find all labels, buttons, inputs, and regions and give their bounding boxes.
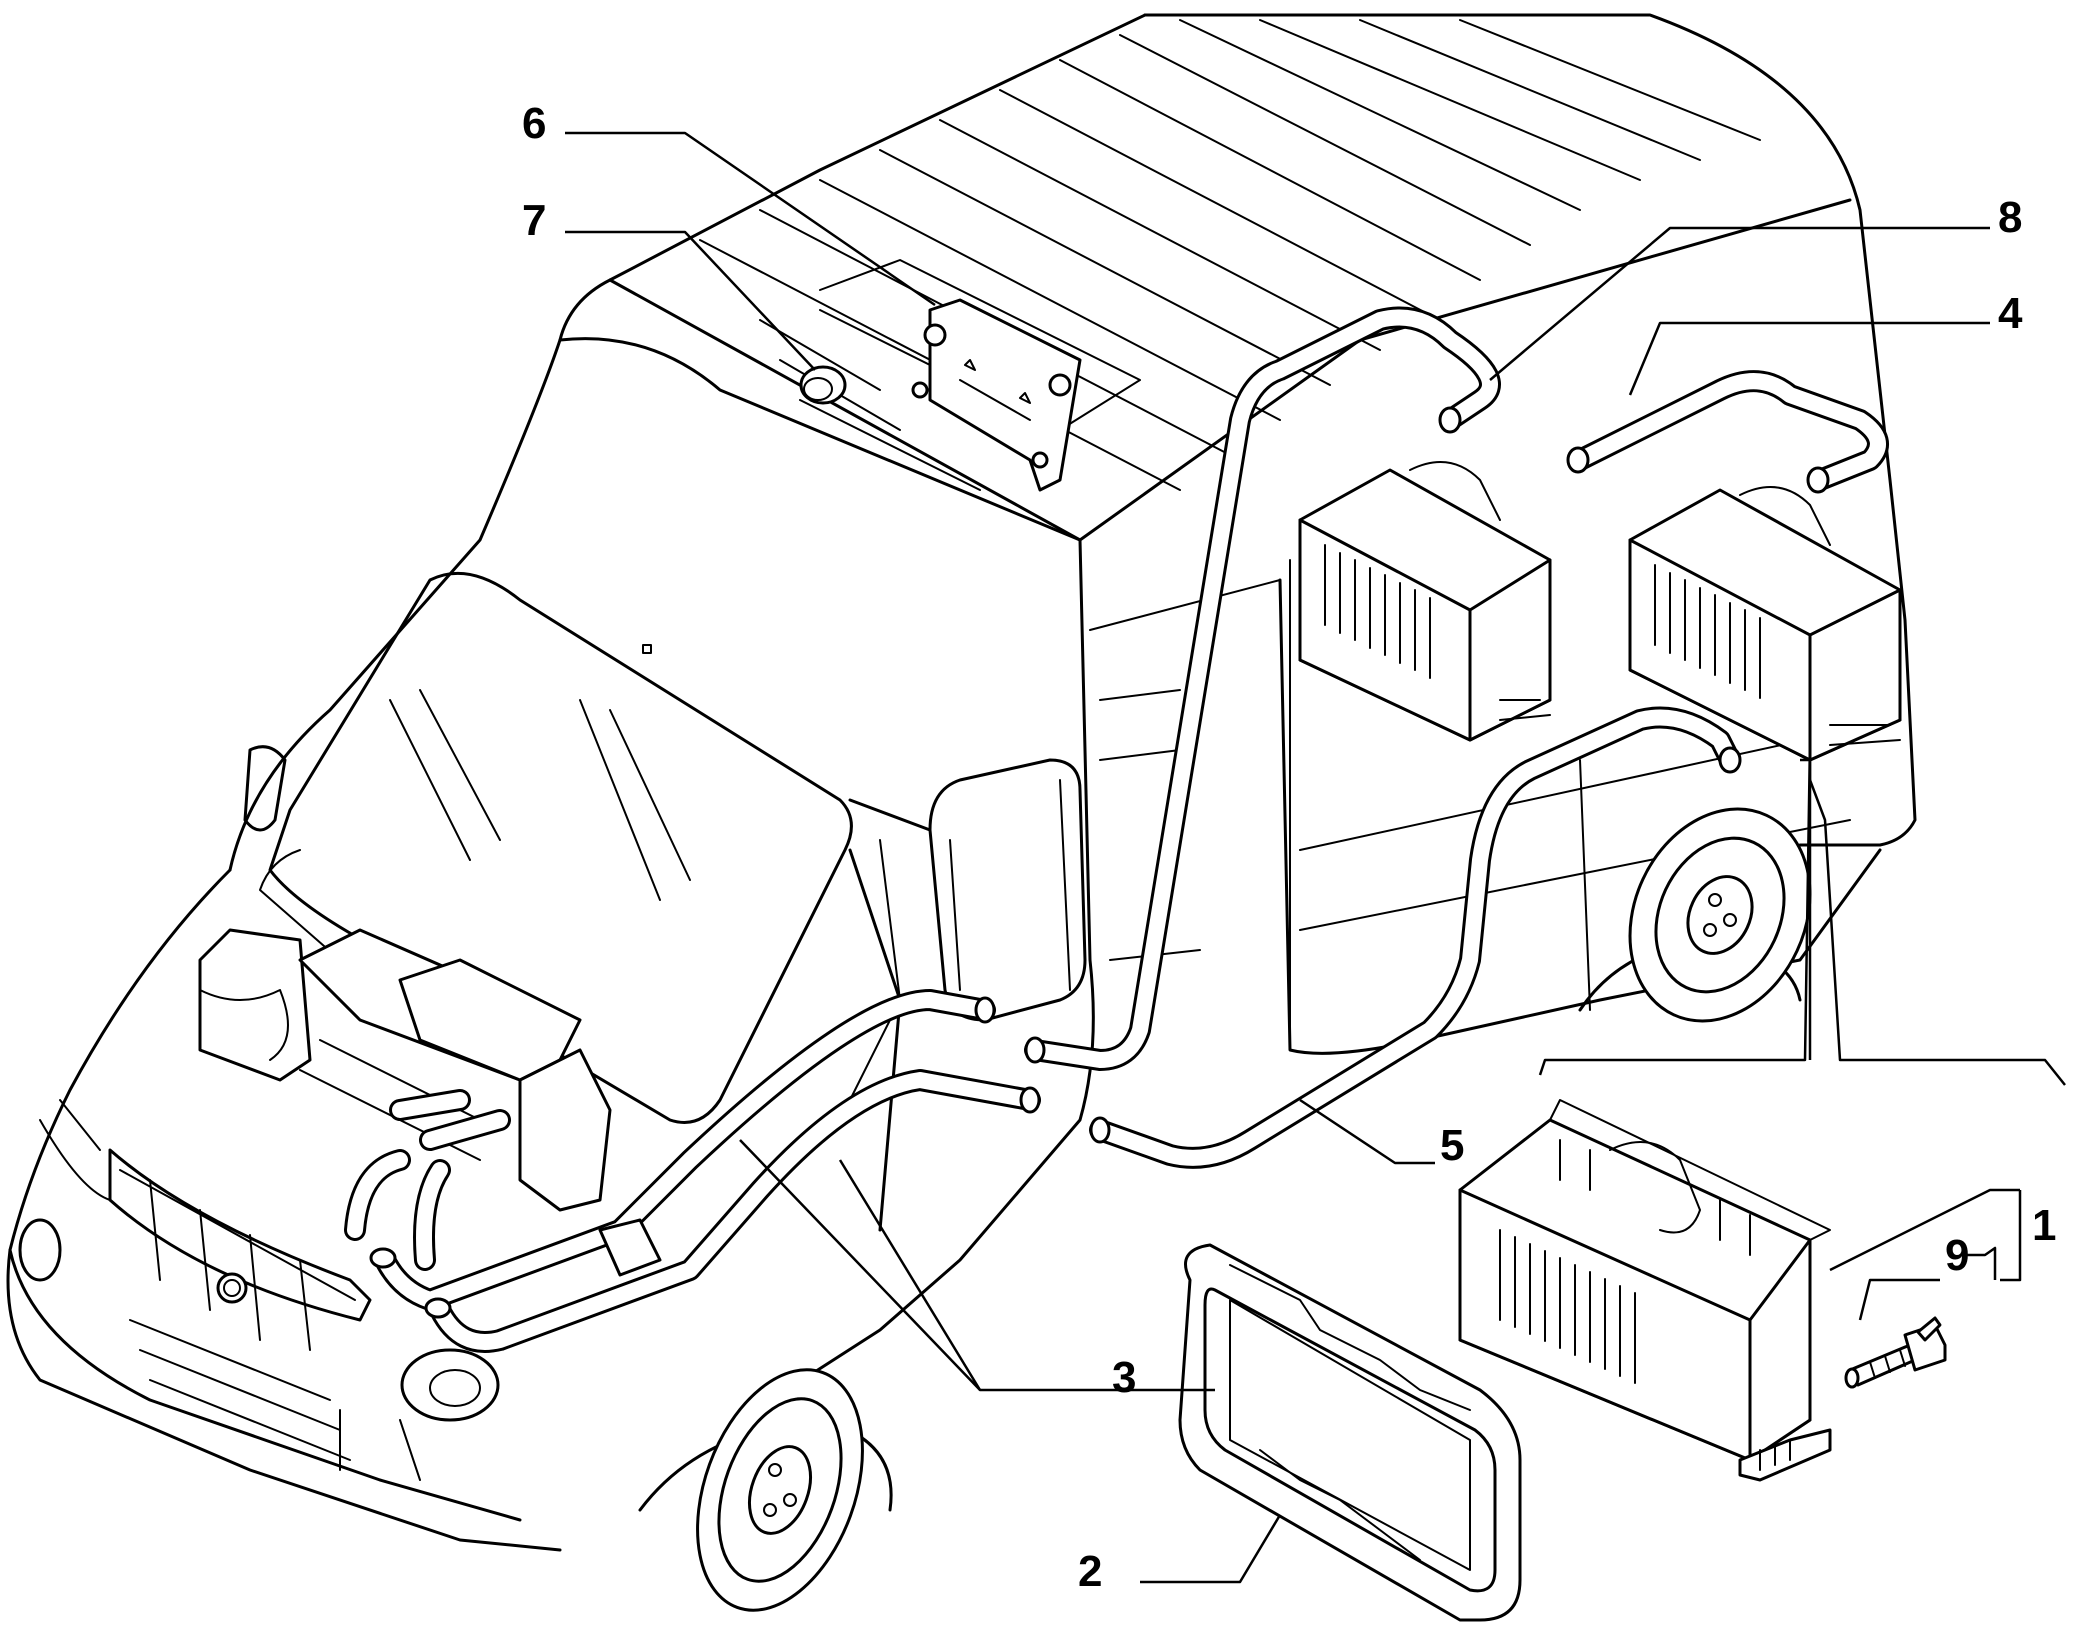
- hose-5: [1089, 706, 1742, 1169]
- heater-unit-installed-1: [1298, 461, 1552, 742]
- callout-8: 8: [1998, 193, 2022, 242]
- bracket-6: [759, 259, 1141, 492]
- heater-unit-installed-2: [1628, 486, 1902, 762]
- callout-4: 4: [1998, 289, 2023, 338]
- callout-1: 1: [2032, 1201, 2056, 1250]
- plug-7: [799, 365, 847, 405]
- callouts: 6 7 8 4 5 1 9 3 2: [522, 99, 2056, 1596]
- front-wheel: [638, 1368, 893, 1612]
- leader-lines: [565, 131, 2066, 1584]
- rear-wheel: [1578, 807, 1812, 1023]
- hose-4: [1566, 370, 1889, 494]
- van-body: [6, 13, 1917, 1612]
- engine-bay: [198, 928, 612, 1271]
- callout-6: 6: [522, 99, 546, 148]
- bolt-9: [1844, 1316, 1947, 1389]
- hose-8: [1024, 306, 1501, 1071]
- heater-unit-1: [1458, 1099, 1832, 1482]
- callout-9: 9: [1945, 1231, 1969, 1280]
- callout-2: 2: [1078, 1547, 1102, 1596]
- callout-7: 7: [522, 196, 546, 245]
- callout-5: 5: [1440, 1121, 1464, 1170]
- callout-3: 3: [1112, 1353, 1136, 1402]
- front-heater-hoses: [369, 989, 1041, 1353]
- frame-2: [1178, 1243, 1522, 1622]
